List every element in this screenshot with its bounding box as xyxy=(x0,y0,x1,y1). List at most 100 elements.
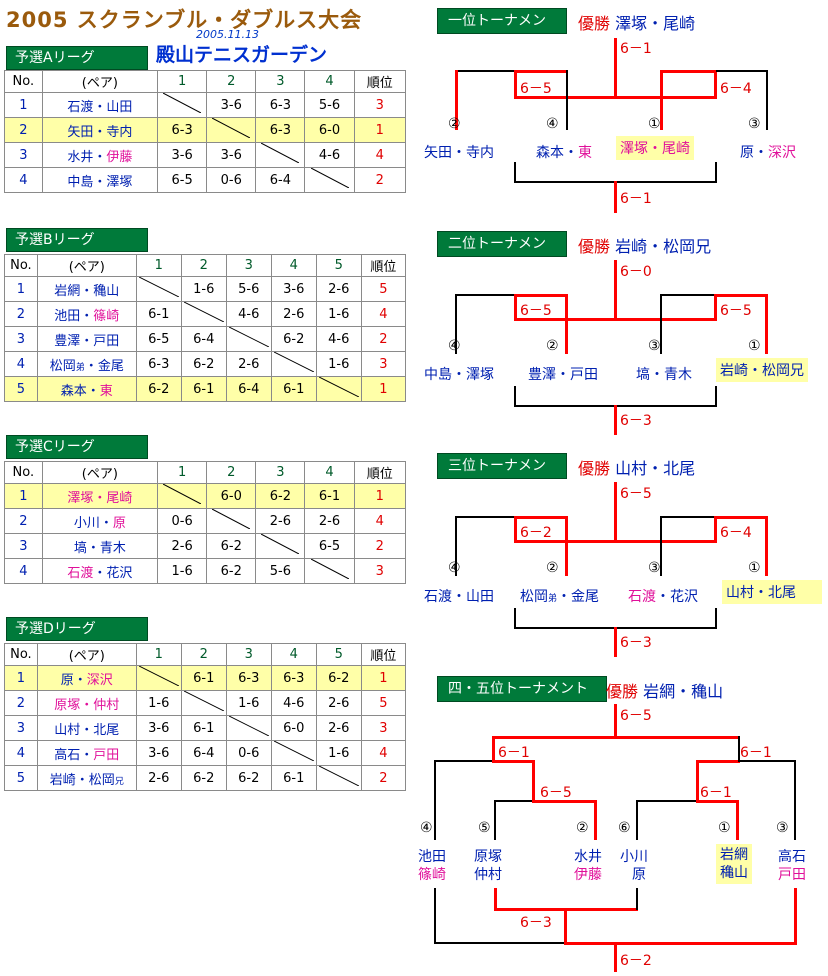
table-row: 1 澤塚・尾崎 6-0 6-2 6-1 1 xyxy=(4,483,407,509)
bracket-line xyxy=(636,888,638,910)
bracket-line xyxy=(514,162,516,182)
bracket-line xyxy=(434,760,494,762)
score-cell: 5-6 xyxy=(255,558,306,584)
pair-name: 森本・東 xyxy=(36,376,137,402)
score-cell: 3-6 xyxy=(206,92,257,118)
bracket-line xyxy=(455,70,458,130)
score-cell: 6-3 xyxy=(270,665,317,691)
col-4: 4 xyxy=(304,461,355,484)
score-label: 6－1 xyxy=(700,785,732,801)
score-cell: 3-6 xyxy=(135,715,182,741)
bracket-line xyxy=(614,38,617,98)
score-cell: 6-0 xyxy=(270,715,317,741)
table-row: 2 小川・原 0-6 2-6 2-6 4 xyxy=(4,508,407,534)
score-cell: 2-6 xyxy=(157,533,208,559)
league-a-table: No. (ペア) 1 2 3 4 順位 1 石渡・山田 3-6 6-3 5-6 … xyxy=(4,70,407,193)
score-cell: 6-3 xyxy=(135,351,182,377)
bracket-line xyxy=(455,516,515,518)
row-no: 3 xyxy=(4,715,38,741)
score-cell: 2-6 xyxy=(270,301,317,327)
pair-name: 中島・澤塚 xyxy=(41,167,159,193)
tournament-4-champion: 優勝 岩網・穐山 xyxy=(606,682,724,701)
score-label: 6－5 xyxy=(620,486,652,502)
score-cell: 2-6 xyxy=(315,276,362,302)
pair-name: 石渡・山田 xyxy=(41,92,159,118)
pair-name: 原塚・仲村 xyxy=(36,690,137,716)
bracket-line xyxy=(614,260,617,320)
league-c-table: No. (ペア) 1 2 3 4 順位 1 澤塚・尾崎 6-0 6-2 6-1 … xyxy=(4,461,407,584)
seed-mark: ④ xyxy=(448,338,461,354)
score-cell: 6-3 xyxy=(225,665,272,691)
pair-name: 山村・北尾 xyxy=(36,715,137,741)
col-1: 1 xyxy=(157,461,208,484)
score-label: 6－1 xyxy=(740,745,772,761)
row-no: 4 xyxy=(4,558,43,584)
score-cell: 6-1 xyxy=(180,376,227,402)
row-no: 3 xyxy=(4,533,43,559)
bracket-line xyxy=(514,540,717,543)
bracket-line xyxy=(765,516,768,576)
table-row: 3 水井・伊藤 3-6 3-6 4-6 4 xyxy=(4,142,407,168)
bracket-line xyxy=(514,294,568,297)
rank-cell: 2 xyxy=(353,533,407,559)
score-cell: 1-6 xyxy=(315,351,362,377)
table-row: 3 山村・北尾 3-6 6-1 6-0 2-6 3 xyxy=(4,715,407,741)
diagonal-cell xyxy=(225,326,272,352)
col-3: 3 xyxy=(255,461,306,484)
score-label: 6－2 xyxy=(520,525,552,541)
score-label: 6－1 xyxy=(620,191,652,207)
player-pair: 石渡・花沢 xyxy=(628,589,698,605)
score-cell: 0-6 xyxy=(225,740,272,766)
row-no: 2 xyxy=(4,690,38,716)
diagonal-cell xyxy=(315,765,362,791)
col-4: 4 xyxy=(270,643,317,666)
row-no: 3 xyxy=(4,142,43,168)
row-no: 5 xyxy=(4,376,38,402)
score-cell: 6-2 xyxy=(180,765,227,791)
rank-cell: 3 xyxy=(360,351,407,377)
score-cell: 6-2 xyxy=(315,665,362,691)
col-2: 2 xyxy=(180,254,227,277)
rank-cell: 5 xyxy=(360,690,407,716)
score-cell: 5-6 xyxy=(304,92,355,118)
bracket-line xyxy=(715,386,717,406)
pair-name: 塙・青木 xyxy=(41,533,159,559)
pair-name: 原・深沢 xyxy=(36,665,137,691)
seed-mark: ④ xyxy=(448,560,461,576)
bracket-line xyxy=(660,70,663,130)
score-label: 6－1 xyxy=(498,745,530,761)
score-cell: 2-6 xyxy=(225,351,272,377)
row-no: 1 xyxy=(4,483,43,509)
score-cell: 6-1 xyxy=(270,376,317,402)
score-cell: 3-6 xyxy=(206,142,257,168)
diagonal-cell xyxy=(225,715,272,741)
bracket-line xyxy=(565,294,568,354)
tournament-2-champion: 優勝 岩崎・松岡兄 xyxy=(578,237,712,256)
tournament-2-title: 二位トーナメント xyxy=(437,231,567,276)
score-cell: 3-6 xyxy=(157,142,208,168)
table-header-row: No. (ペア) 1 2 3 4 5 順位 xyxy=(4,254,407,277)
score-cell: 6-1 xyxy=(135,301,182,327)
tournament-3-champion: 優勝 山村・北尾 xyxy=(578,459,696,478)
rank-cell: 1 xyxy=(353,117,407,143)
row-no: 4 xyxy=(4,167,43,193)
table-row: 2 池田・篠崎 6-1 4-6 2-6 1-6 4 xyxy=(4,301,407,327)
table-row: 1 石渡・山田 3-6 6-3 5-6 3 xyxy=(4,92,407,118)
bracket-line xyxy=(514,516,517,542)
col-3: 3 xyxy=(255,70,306,93)
score-cell: 1-6 xyxy=(225,690,272,716)
seed-mark: ② xyxy=(546,560,559,576)
player-pair: 高石戸田 xyxy=(778,849,806,883)
col-2: 2 xyxy=(206,461,257,484)
col-rank: 順位 xyxy=(353,70,407,93)
seed-mark: ③ xyxy=(648,560,661,576)
league-d-table: No. (ペア) 1 2 3 4 5 順位 1 原・深沢 6-1 6-3 6-3… xyxy=(4,643,407,791)
pair-name: 豊澤・戸田 xyxy=(36,326,137,352)
col-no: No. xyxy=(4,643,38,666)
tournament-4-title: 四・五位トーナメント xyxy=(437,676,607,702)
table-row: 4 松岡弟・金尾 6-3 6-2 2-6 1-6 3 xyxy=(4,351,407,377)
bracket-line xyxy=(434,888,436,944)
rank-cell: 1 xyxy=(353,483,407,509)
bracket-line xyxy=(514,386,516,406)
rank-cell: 1 xyxy=(360,665,407,691)
